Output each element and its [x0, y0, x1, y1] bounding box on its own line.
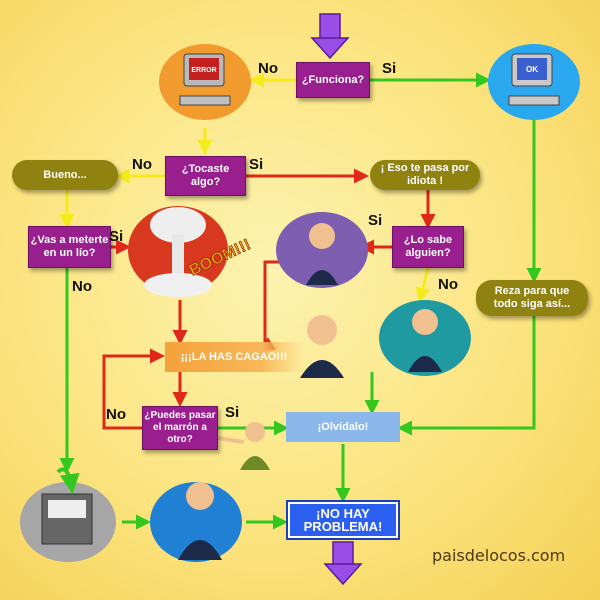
edge-puedes-no	[102, 348, 165, 430]
la-has-cagao-alert: ¡¡¡LA HAS CAGAO!!!	[165, 342, 303, 372]
no-hay-problema-outcome: ¡NO HAY PROBLEMA!	[288, 502, 398, 538]
monitor-ok-text: OK	[526, 65, 538, 74]
puedes-pasar-decision: ¿Puedes pasar el marrón a otro?	[142, 406, 218, 450]
edge-label-lo-sabe-si: Si	[368, 212, 383, 229]
worried-man-illustration	[276, 212, 368, 288]
end-arrow	[323, 541, 363, 586]
edge-label-funciona-no: No	[258, 60, 278, 77]
eso-te-pasa-statement: ¡ Eso te pasa por idiota !	[370, 160, 480, 190]
edge-label-lo-sabe-no: No	[438, 276, 458, 293]
surprised-man-illustration	[379, 300, 471, 376]
filing-cabinet-illustration	[20, 467, 116, 562]
edge-label-tocaste-no: No	[132, 156, 152, 173]
explosion-illustration: BOOM!!!	[128, 206, 254, 297]
bueno-statement: Bueno...	[12, 160, 118, 190]
olvidalo-outcome: ¡Olvídalo!	[286, 412, 400, 442]
edge-label-puedes-si: Si	[225, 404, 240, 421]
edge-label-vas-si: Si	[109, 228, 124, 245]
edge-reza-olvidalo	[397, 316, 536, 436]
site-watermark: paisdelocos.com	[432, 546, 566, 565]
edge-losabe-no	[415, 267, 431, 303]
funciona-decision: ¿Funciona?	[296, 62, 370, 98]
broken-computer-illustration: ERROR	[159, 44, 251, 120]
panicking-man-illustration	[300, 315, 344, 378]
edge-label-funciona-si: Si	[382, 60, 397, 77]
smiling-man-illustration	[150, 482, 242, 562]
vas-a-meterte-decision: ¿Vas a meterte en un lío?	[28, 226, 111, 268]
monitor-error-text: ERROR	[191, 67, 216, 74]
reza-statement: Reza para que todo siga así...	[476, 280, 588, 316]
lo-sabe-decision: ¿Lo sabe alguien?	[392, 226, 464, 268]
tocaste-decision: ¿Tocaste algo?	[165, 156, 246, 196]
start-arrow	[310, 13, 350, 60]
edge-label-vas-no: No	[72, 278, 92, 295]
pointing-man-illustration	[217, 422, 270, 470]
edge-face-cagao	[259, 260, 285, 352]
ok-computer-illustration: OK	[488, 44, 580, 120]
edge-label-puedes-no: No	[106, 406, 126, 423]
edge-label-tocaste-si: Si	[249, 156, 264, 173]
